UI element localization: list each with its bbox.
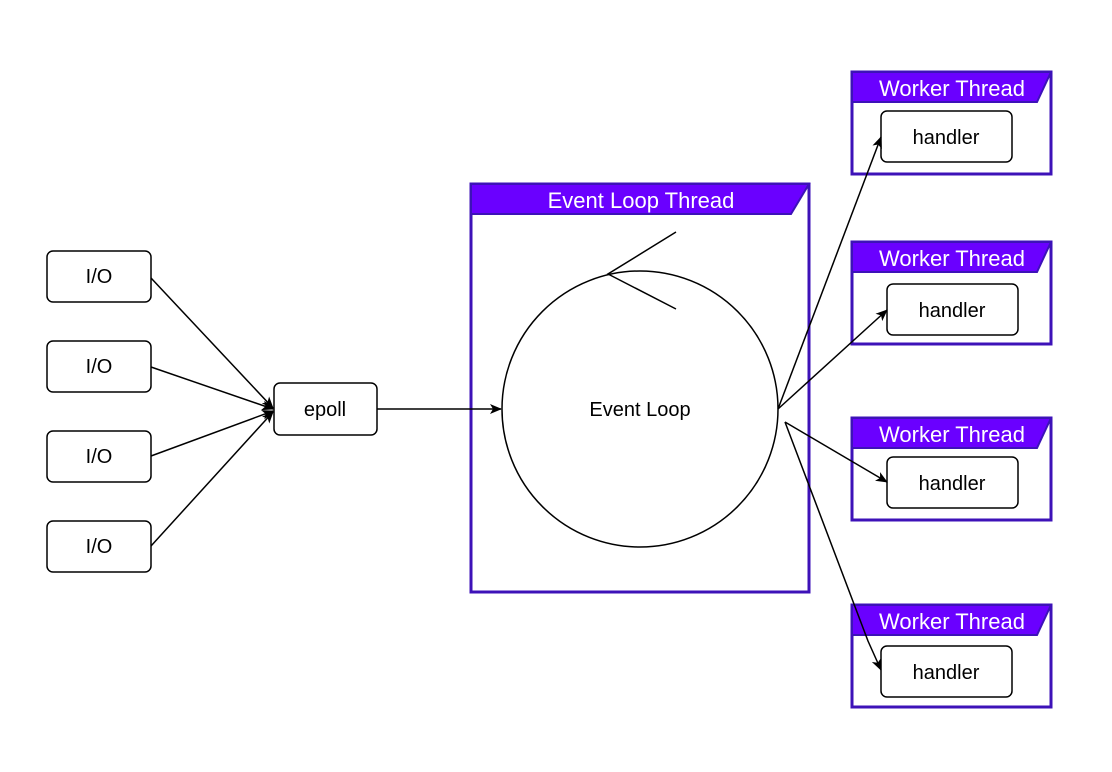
edge-io-to-epoll	[150, 366, 274, 411]
worker-thread: Worker Thread handler	[850, 240, 1053, 346]
epoll-node-label: epoll	[304, 399, 346, 421]
worker-thread-header	[851, 417, 1053, 449]
worker-thread-header	[851, 604, 1053, 636]
edge-io-to-epoll	[150, 411, 274, 547]
edge-io-to-epoll	[150, 410, 274, 457]
event-loop: Event Loop	[501, 231, 779, 548]
io-node[interactable]: I/O	[46, 250, 152, 303]
handler-label: handler	[913, 662, 980, 684]
io-node-box	[46, 250, 152, 303]
handler-label: handler	[919, 300, 986, 322]
io-node[interactable]: I/O	[46, 520, 152, 573]
io-node-label: I/O	[86, 266, 113, 288]
worker-thread-title: Worker Thread	[879, 246, 1025, 271]
worker-thread: Worker Thread handler	[850, 70, 1053, 176]
worker-thread-header	[851, 71, 1053, 103]
worker-thread-title: Worker Thread	[879, 422, 1025, 447]
event-loop-thread-header	[470, 183, 811, 215]
edges	[150, 136, 888, 671]
worker-thread: Worker Thread handler	[850, 603, 1053, 709]
edge-loop-to-worker	[784, 421, 888, 483]
io-node-label: I/O	[86, 356, 113, 378]
event-loop-label: Event Loop	[589, 399, 690, 421]
worker-thread-title: Worker Thread	[879, 609, 1025, 634]
io-node-box	[46, 520, 152, 573]
handler-box[interactable]	[880, 645, 1013, 698]
handler-label: handler	[919, 473, 986, 495]
loop-arrow-icon	[606, 231, 677, 310]
io-node[interactable]: I/O	[46, 430, 152, 483]
edge-loop-to-worker	[777, 309, 888, 410]
edge-io-to-epoll	[150, 277, 274, 409]
io-node-box	[46, 430, 152, 483]
io-node-label: I/O	[86, 536, 113, 558]
epoll-node[interactable]: epoll	[273, 382, 378, 436]
edge-loop-to-worker	[777, 136, 882, 410]
worker-thread: Worker Thread handler	[850, 416, 1053, 522]
io-node-box	[46, 340, 152, 393]
worker-thread-title: Worker Thread	[879, 76, 1025, 101]
handler-label: handler	[913, 127, 980, 149]
event-loop-thread-title: Event Loop Thread	[548, 188, 735, 213]
io-node-label: I/O	[86, 446, 113, 468]
worker-thread-header	[851, 241, 1053, 273]
io-node[interactable]: I/O	[46, 340, 152, 393]
edge-loop-to-worker	[784, 421, 882, 671]
